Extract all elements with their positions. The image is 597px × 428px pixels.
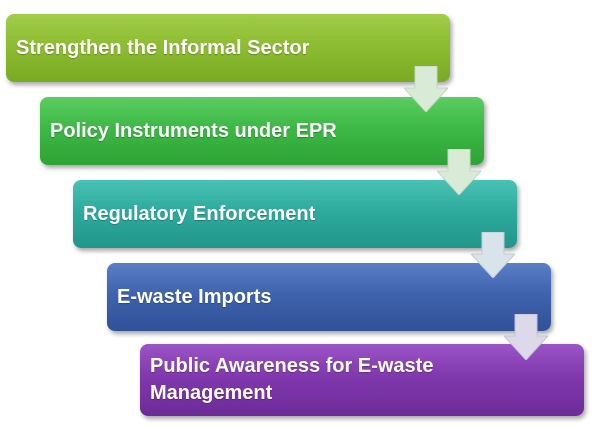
down-arrow-icon [471, 232, 515, 278]
step-label: Regulatory Enforcement [83, 203, 316, 225]
step-regulatory-enforcement: Regulatory Enforcement [73, 180, 517, 248]
step-label: Strengthen the Informal Sector [16, 37, 310, 59]
step-public-awareness: Public Awareness for E-waste Management [140, 344, 584, 416]
step-policy-instruments-epr: Policy Instruments under EPR [40, 97, 484, 165]
step-strengthen-informal-sector: Strengthen the Informal Sector [6, 14, 450, 82]
step-e-waste-imports: E-waste Imports [107, 263, 551, 331]
step-label: Policy Instruments under EPR [50, 120, 337, 142]
down-arrow-icon [404, 66, 448, 112]
step-label: Public Awareness for E-waste Management [150, 355, 434, 404]
down-arrow-icon [437, 149, 481, 195]
down-arrow-icon [504, 314, 548, 360]
step-label: E-waste Imports [117, 286, 272, 308]
